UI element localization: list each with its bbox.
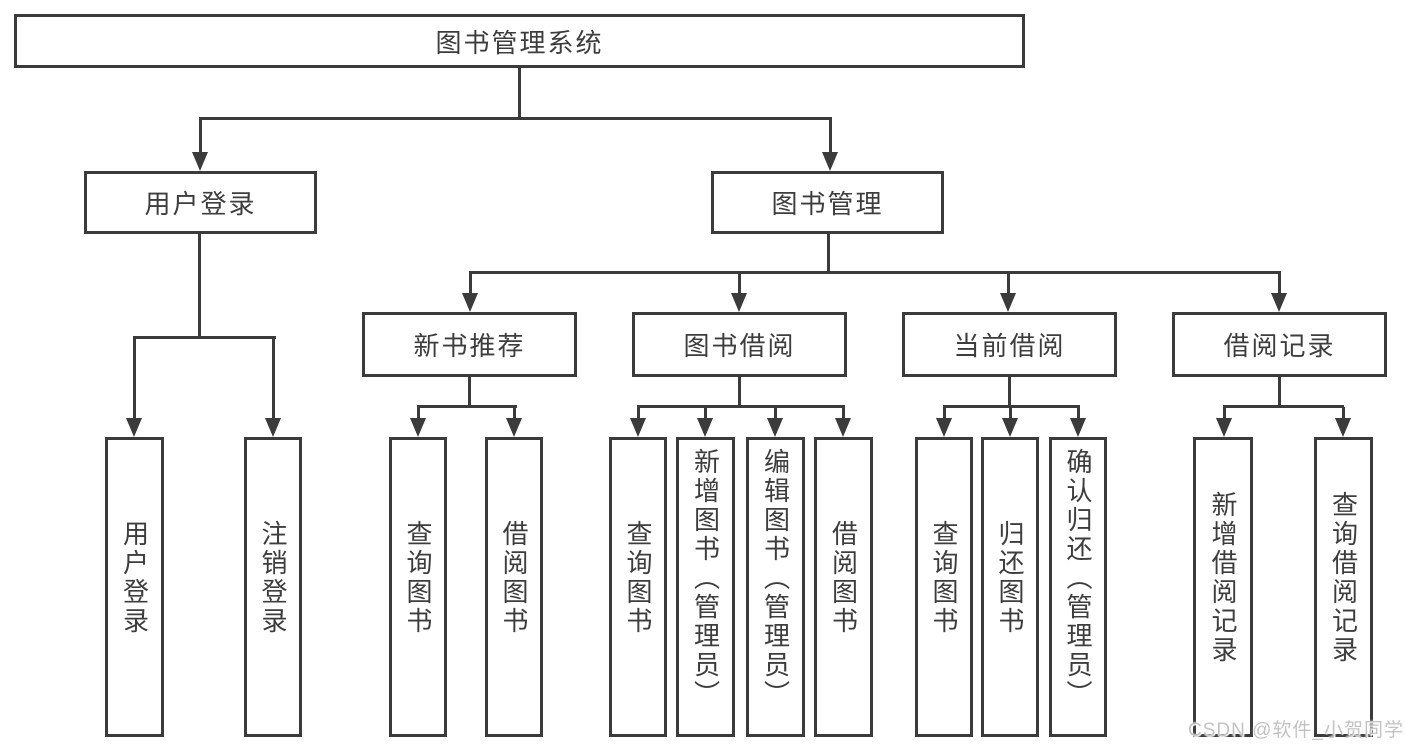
node-borrow-records: 借阅记录 bbox=[1172, 312, 1387, 377]
connector-drop-leaf bbox=[943, 407, 946, 419]
connector-drop-header bbox=[1007, 273, 1010, 294]
node-book-management: 图书管理 bbox=[711, 171, 944, 234]
arrow-down-icon bbox=[630, 418, 646, 437]
connector-rail bbox=[417, 405, 517, 408]
connector-drop-leaf bbox=[637, 407, 640, 419]
node-borrow-records-label: 借阅记录 bbox=[1223, 331, 1336, 361]
node-book-management-label: 图书管理 bbox=[771, 189, 884, 219]
node-book-borrowing-label: 图书借阅 bbox=[683, 331, 796, 361]
connector-user-login-rail bbox=[133, 336, 276, 339]
arrow-down-icon bbox=[697, 418, 713, 437]
csdn-watermark: CSDN @软件_小贺同学 bbox=[1188, 720, 1404, 741]
connector-root-stem bbox=[518, 68, 521, 118]
leaf-label: 借阅图书 bbox=[499, 520, 529, 636]
connector-drop-user-login bbox=[199, 119, 202, 154]
connector-stem bbox=[738, 377, 741, 408]
arrow-down-icon bbox=[1335, 418, 1351, 437]
leaf-label: 新增借阅记录 bbox=[1208, 491, 1238, 665]
arrow-down-icon bbox=[835, 418, 851, 437]
arrow-down-icon bbox=[767, 418, 783, 437]
arrow-down-icon bbox=[822, 152, 838, 171]
node-leaf-return-book: 归还图书 bbox=[981, 437, 1039, 737]
node-new-book-recommend-label: 新书推荐 bbox=[413, 331, 526, 361]
node-book-borrowing: 图书借阅 bbox=[632, 312, 847, 377]
leaf-label: 查询图书 bbox=[929, 520, 959, 636]
connector-drop-leaf bbox=[704, 407, 707, 419]
node-user-login-label: 用户登录 bbox=[144, 189, 257, 219]
node-leaf-confirm-return-admin: 确认归还（管理员） bbox=[1049, 437, 1107, 737]
leaf-label: 查询图书 bbox=[403, 520, 433, 636]
node-leaf-user-login: 用户登录 bbox=[105, 437, 164, 737]
arrow-down-icon bbox=[1271, 293, 1287, 312]
connector-root-rail bbox=[199, 117, 832, 120]
leaf-label: 确认归还（管理员） bbox=[1063, 447, 1093, 709]
node-root-label: 图书管理系统 bbox=[435, 27, 604, 58]
arrow-down-icon bbox=[1070, 418, 1086, 437]
node-new-book-recommend: 新书推荐 bbox=[362, 312, 577, 377]
arrow-down-icon bbox=[506, 418, 522, 437]
connector-user-login-stem bbox=[198, 234, 201, 339]
node-leaf-add-borrow-record: 新增借阅记录 bbox=[1193, 437, 1253, 737]
arrow-down-icon bbox=[936, 418, 952, 437]
node-leaf-add-book-admin: 新增图书（管理员） bbox=[676, 437, 735, 737]
connector-drop-leaf bbox=[513, 407, 516, 419]
leaf-label: 注销登录 bbox=[258, 520, 288, 636]
connector-book-management-rail bbox=[469, 271, 1281, 274]
leaf-label: 查询借阅记录 bbox=[1328, 491, 1359, 665]
leaf-label: 用户登录 bbox=[119, 520, 150, 636]
connector-drop-leaf bbox=[417, 407, 420, 419]
node-user-login: 用户登录 bbox=[84, 171, 317, 234]
arrow-down-icon bbox=[462, 293, 478, 312]
node-current-borrowing-label: 当前借阅 bbox=[953, 331, 1066, 361]
connector-drop-leaf bbox=[133, 338, 136, 419]
node-leaf-borrow-books-2: 借阅图书 bbox=[814, 437, 873, 737]
node-leaf-edit-book-admin: 编辑图书（管理员） bbox=[746, 437, 805, 737]
connector-drop-leaf bbox=[1009, 407, 1012, 419]
node-leaf-query-books-3: 查询图书 bbox=[915, 437, 973, 737]
leaf-label: 查询图书 bbox=[623, 520, 653, 636]
connector-drop-leaf bbox=[774, 407, 777, 419]
node-leaf-query-books-2: 查询图书 bbox=[609, 437, 667, 737]
connector-drop-header bbox=[1278, 273, 1281, 294]
arrow-down-icon bbox=[731, 293, 747, 312]
connector-drop-book-management bbox=[829, 119, 832, 154]
connector-stem bbox=[468, 377, 471, 408]
node-leaf-borrow-books-1: 借阅图书 bbox=[485, 437, 543, 737]
arrow-down-icon bbox=[126, 418, 142, 437]
arrow-down-icon bbox=[1002, 418, 1018, 437]
connector-rail bbox=[1223, 405, 1344, 408]
connector-rail bbox=[637, 405, 845, 408]
connector-stem bbox=[1278, 377, 1281, 408]
connector-drop-leaf bbox=[1223, 407, 1226, 419]
arrow-down-icon bbox=[265, 418, 281, 437]
connector-drop-leaf bbox=[842, 407, 845, 419]
connector-rail bbox=[943, 405, 1080, 408]
leaf-label: 新增图书（管理员） bbox=[690, 447, 721, 709]
node-leaf-query-books-1: 查询图书 bbox=[389, 437, 447, 737]
leaf-label: 归还图书 bbox=[995, 520, 1025, 636]
connector-drop-header bbox=[738, 273, 741, 294]
node-leaf-logout: 注销登录 bbox=[244, 437, 302, 737]
connector-book-management-stem bbox=[827, 234, 830, 274]
node-leaf-query-borrow-record: 查询借阅记录 bbox=[1314, 437, 1373, 737]
leaf-label: 借阅图书 bbox=[828, 520, 859, 636]
arrow-down-icon bbox=[1000, 293, 1016, 312]
arrow-down-icon bbox=[192, 152, 208, 171]
arrow-down-icon bbox=[410, 418, 426, 437]
node-root: 图书管理系统 bbox=[14, 14, 1025, 68]
connector-drop-leaf bbox=[1342, 407, 1345, 419]
connector-drop-header bbox=[469, 273, 472, 294]
connector-stem bbox=[1008, 377, 1011, 408]
leaf-label: 编辑图书（管理员） bbox=[760, 447, 791, 709]
connector-drop-leaf bbox=[1077, 407, 1080, 419]
arrow-down-icon bbox=[1216, 418, 1232, 437]
connector-drop-leaf bbox=[272, 338, 275, 419]
node-current-borrowing: 当前借阅 bbox=[902, 312, 1117, 377]
